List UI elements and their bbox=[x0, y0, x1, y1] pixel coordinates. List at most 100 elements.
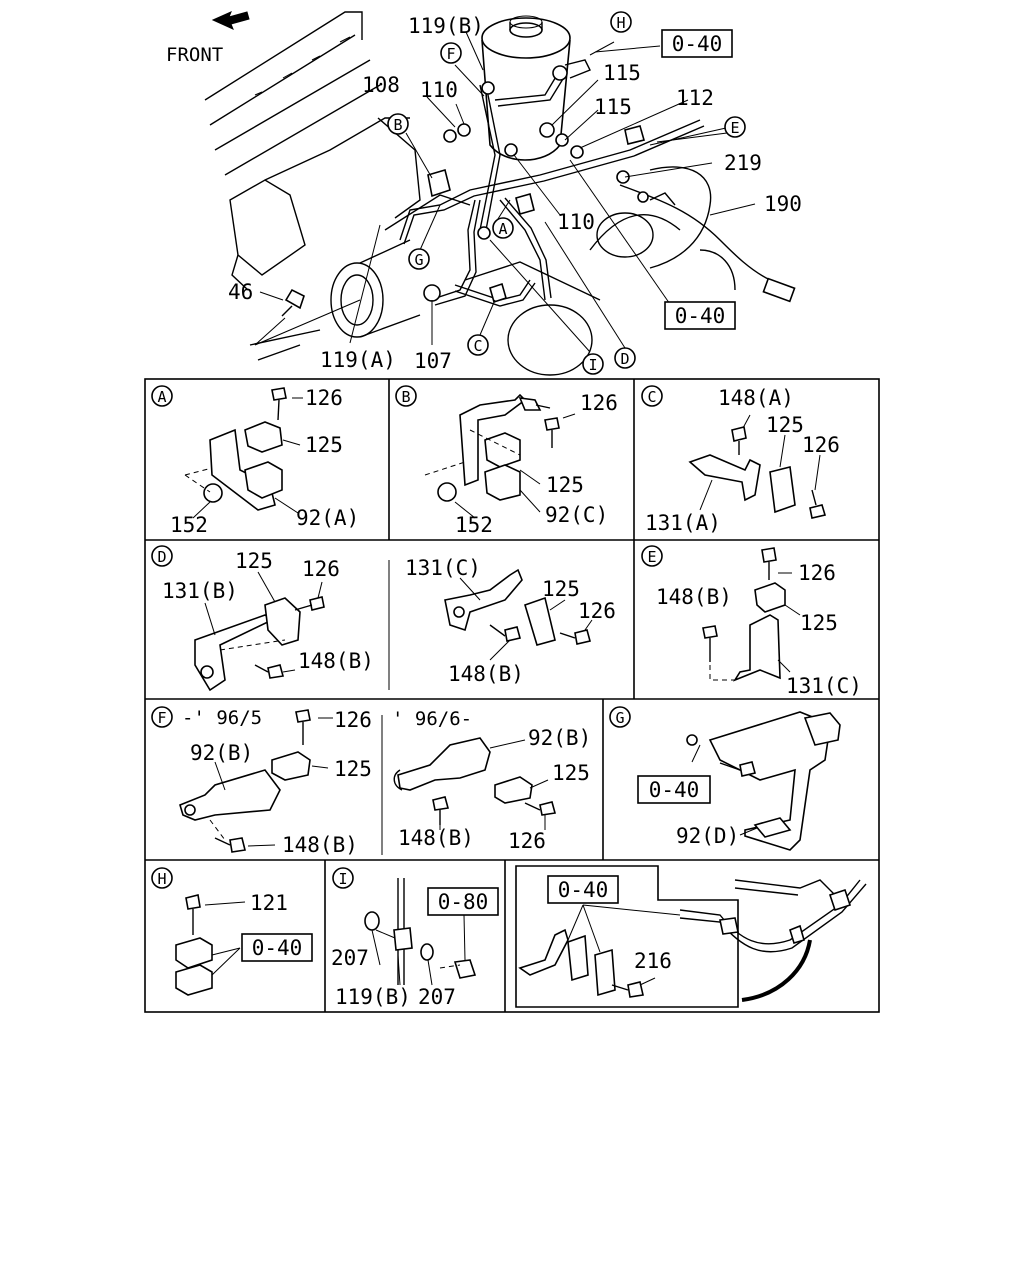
svg-text:0-40: 0-40 bbox=[558, 878, 609, 902]
svg-text:216: 216 bbox=[634, 949, 672, 973]
svg-text:131(B): 131(B) bbox=[162, 579, 238, 603]
label-110-top: 110 bbox=[420, 78, 458, 102]
svg-text:125: 125 bbox=[546, 473, 584, 497]
main-callouts: H F B E A G C I D bbox=[387, 11, 746, 375]
svg-text:207: 207 bbox=[418, 985, 456, 1009]
callout-f: F bbox=[440, 42, 462, 64]
svg-text:119(B): 119(B) bbox=[335, 985, 411, 1009]
svg-text:C: C bbox=[473, 337, 482, 355]
callout-h: H bbox=[610, 11, 632, 33]
svg-text:D: D bbox=[157, 548, 166, 566]
svg-text:B: B bbox=[393, 116, 402, 134]
svg-text:131(A): 131(A) bbox=[645, 511, 721, 535]
svg-text:148(B): 148(B) bbox=[656, 585, 732, 609]
svg-text:131(C): 131(C) bbox=[405, 556, 481, 580]
callout-d: D bbox=[614, 347, 636, 369]
svg-text:125: 125 bbox=[235, 549, 273, 573]
svg-text:0-40: 0-40 bbox=[672, 32, 723, 56]
callout-e: E bbox=[724, 116, 746, 138]
svg-text:125: 125 bbox=[542, 577, 580, 601]
svg-text:126: 126 bbox=[798, 561, 836, 585]
svg-text:125: 125 bbox=[766, 413, 804, 437]
svg-text:G: G bbox=[414, 251, 423, 269]
svg-text:-' 96/5: -' 96/5 bbox=[182, 707, 262, 729]
svg-text:125: 125 bbox=[552, 761, 590, 785]
svg-text:H: H bbox=[616, 14, 625, 32]
svg-text:0-80: 0-80 bbox=[438, 890, 489, 914]
main-leaders bbox=[254, 31, 756, 353]
svg-text:92(C): 92(C) bbox=[545, 503, 608, 527]
main-small-parts bbox=[281, 65, 649, 317]
callout-i: I bbox=[582, 353, 604, 375]
svg-text:D: D bbox=[620, 350, 629, 368]
svg-text:126: 126 bbox=[508, 829, 546, 853]
panel-a: A 126 125 152 92(A) bbox=[151, 385, 359, 537]
svg-text:121: 121 bbox=[250, 891, 288, 915]
svg-text:A: A bbox=[498, 220, 507, 238]
svg-text:C: C bbox=[647, 388, 656, 406]
panel-g: G 0-40 92(D) bbox=[609, 706, 841, 851]
label-108: 108 bbox=[362, 73, 400, 97]
svg-text:I: I bbox=[338, 870, 347, 888]
ref-box-0-40-mid: 0-40 bbox=[664, 301, 736, 330]
label-107: 107 bbox=[414, 349, 452, 373]
ref-box-0-40-top: 0-40 bbox=[661, 29, 733, 58]
callout-a: A bbox=[492, 217, 514, 239]
svg-text:B: B bbox=[401, 388, 410, 406]
svg-text:G: G bbox=[615, 709, 624, 727]
svg-text:148(B): 148(B) bbox=[398, 826, 474, 850]
label-115-b: 115 bbox=[594, 95, 632, 119]
panel-e: E 126 148(B) 125 131(C) bbox=[641, 545, 862, 698]
label-115-a: 115 bbox=[603, 61, 641, 85]
fuel-filter bbox=[481, 15, 591, 161]
svg-text:F: F bbox=[157, 709, 166, 727]
label-119a: 119(A) bbox=[320, 348, 396, 372]
svg-text:' 96/6-: ' 96/6- bbox=[392, 708, 472, 730]
panel-i: I 0-80 207 119(B) 207 bbox=[331, 867, 499, 1009]
svg-text:F: F bbox=[446, 45, 455, 63]
label-46: 46 bbox=[228, 280, 253, 304]
svg-text:148(B): 148(B) bbox=[282, 833, 358, 857]
svg-text:0-40: 0-40 bbox=[649, 778, 700, 802]
svg-text:H: H bbox=[157, 870, 166, 888]
svg-text:126: 126 bbox=[578, 599, 616, 623]
svg-text:207: 207 bbox=[331, 946, 369, 970]
panel-j: 0-40 216 bbox=[515, 865, 867, 1008]
engine-block bbox=[204, 11, 736, 376]
svg-text:0-40: 0-40 bbox=[252, 936, 303, 960]
detail-grid bbox=[144, 378, 880, 1013]
svg-text:148(B): 148(B) bbox=[448, 662, 524, 686]
front-arrow-icon bbox=[211, 11, 250, 30]
callout-g: G bbox=[408, 248, 430, 270]
svg-text:0-40: 0-40 bbox=[675, 304, 726, 328]
label-190: 190 bbox=[764, 192, 802, 216]
svg-text:125: 125 bbox=[334, 757, 372, 781]
panel-c: C 148(A) 125 126 131(A) bbox=[641, 385, 840, 535]
panel-b: B 126 125 152 92(C) bbox=[395, 385, 618, 537]
svg-text:148(B): 148(B) bbox=[298, 649, 374, 673]
panel-f: F -' 96/5 126 92(B) 125 148(B) ' 96/6- 9… bbox=[151, 706, 591, 857]
svg-text:92(B): 92(B) bbox=[190, 741, 253, 765]
svg-text:92(A): 92(A) bbox=[296, 506, 359, 530]
svg-text:126: 126 bbox=[334, 708, 372, 732]
svg-text:152: 152 bbox=[455, 513, 493, 537]
svg-text:131(C): 131(C) bbox=[786, 674, 862, 698]
label-110-mid: 110 bbox=[557, 210, 595, 234]
label-119b: 119(B) bbox=[408, 14, 484, 38]
label-112: 112 bbox=[676, 86, 714, 110]
svg-text:92(B): 92(B) bbox=[528, 726, 591, 750]
svg-text:148(A): 148(A) bbox=[718, 386, 794, 410]
svg-text:152: 152 bbox=[170, 513, 208, 537]
callout-b: B bbox=[387, 113, 409, 135]
svg-text:126: 126 bbox=[302, 557, 340, 581]
front-label: FRONT bbox=[166, 44, 223, 66]
svg-text:126: 126 bbox=[305, 386, 343, 410]
fuel-pipes bbox=[399, 69, 796, 307]
svg-text:92(D): 92(D) bbox=[676, 824, 739, 848]
panel-d: D 125 126 131(B) 148(B) 131(C) 125 126 1… bbox=[151, 545, 616, 692]
main-assembly-view: FRONT bbox=[166, 11, 802, 376]
svg-text:126: 126 bbox=[802, 433, 840, 457]
svg-text:E: E bbox=[647, 548, 656, 566]
svg-text:I: I bbox=[588, 356, 597, 374]
